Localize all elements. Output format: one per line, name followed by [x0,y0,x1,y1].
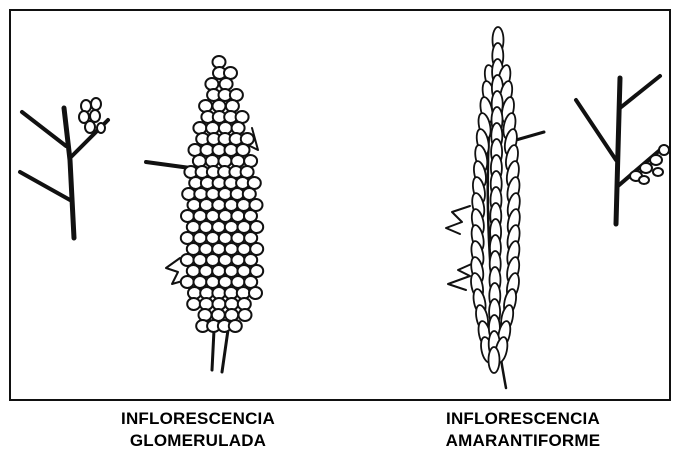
glomerule-cell [181,276,194,288]
glomerule-cell [229,320,242,332]
right-branch-detail-icon [576,76,669,224]
right-cluster-icon [630,145,669,184]
caption-glomerulada-line1: INFLORESCENCIA [68,408,328,430]
glomerule-cell [249,287,262,299]
caption-glomerulada: INFLORESCENCIA GLOMERULADA [68,408,328,452]
glomerule-cell [199,309,212,321]
caption-glomerulada-line2: GLOMERULADA [68,430,328,452]
glomerule-cell [231,155,244,167]
caption-amarantiforme-line2: AMARANTIFORME [393,430,653,452]
glomerule-cell [232,122,245,134]
glomerule-cell [199,100,212,112]
left-cluster-icon [79,98,105,133]
caption-amarantiforme-line1: INFLORESCENCIA [393,408,653,430]
left-branch-detail-icon [20,98,108,238]
amaranthiform-inflorescence-drawing [446,27,544,388]
spikelet [489,347,500,373]
glomerulate-inflorescence-drawing [146,56,263,372]
caption-amarantiforme: INFLORESCENCIA AMARANTIFORME [393,408,653,452]
glomerule-cell [187,298,200,310]
glomerule-cell [239,309,252,321]
